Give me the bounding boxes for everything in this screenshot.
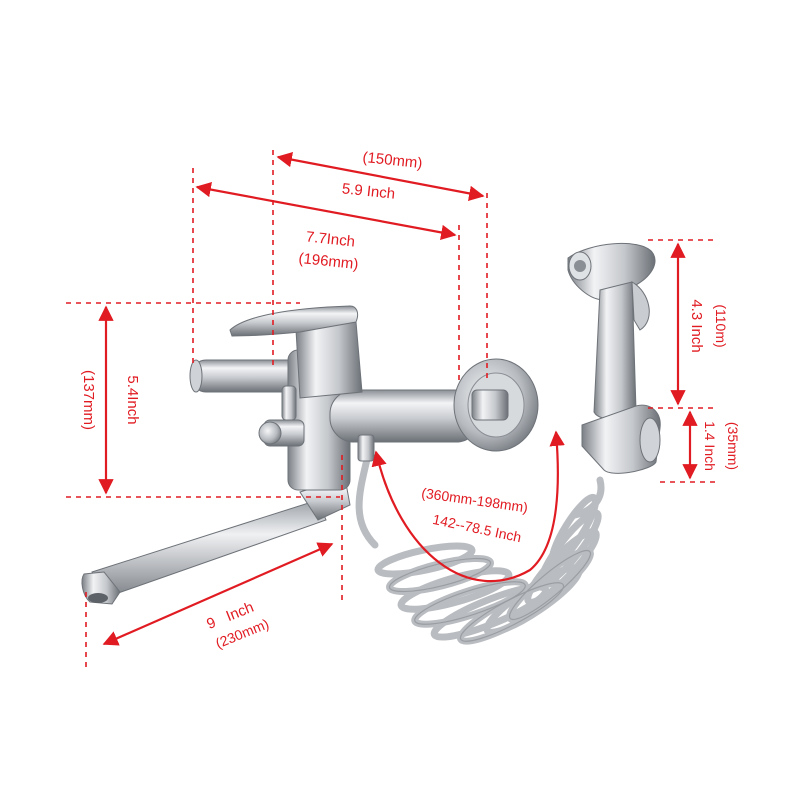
label-top-width-mm: (150mm) bbox=[362, 149, 423, 172]
bidet-sprayer bbox=[567, 242, 656, 420]
label-holder-height-mm: (35mm) bbox=[725, 422, 741, 470]
label-span-in: 7.7Inch bbox=[305, 228, 356, 250]
label-sprayer-height-mm: (110m) bbox=[713, 304, 729, 347]
label-top-width-in: 5.9 Inch bbox=[341, 180, 396, 202]
label-holder-height-in: 1.4 Inch bbox=[702, 421, 718, 471]
dim-arc-hose bbox=[371, 430, 565, 583]
sprayer-holder bbox=[581, 404, 661, 474]
label-span-mm: (196mm) bbox=[298, 250, 359, 273]
diverter-knob[interactable] bbox=[258, 421, 282, 445]
label-height-in: 5.4Inch bbox=[124, 375, 141, 424]
lever-handle[interactable] bbox=[229, 305, 359, 337]
coiled-hose bbox=[355, 451, 605, 645]
label-height-mm: (137mm) bbox=[80, 370, 97, 430]
dim-arrow-span bbox=[195, 181, 457, 241]
dimension-lines bbox=[66, 150, 718, 668]
dim-arrow-spout bbox=[102, 542, 334, 646]
mixer-body bbox=[295, 321, 363, 399]
label-hose-in: 142--78.5 Inch bbox=[431, 511, 523, 545]
faucet-illustration bbox=[81, 242, 661, 645]
label-sprayer-height-in: 4.3 Inch bbox=[688, 299, 705, 352]
wall-flange bbox=[453, 358, 539, 452]
